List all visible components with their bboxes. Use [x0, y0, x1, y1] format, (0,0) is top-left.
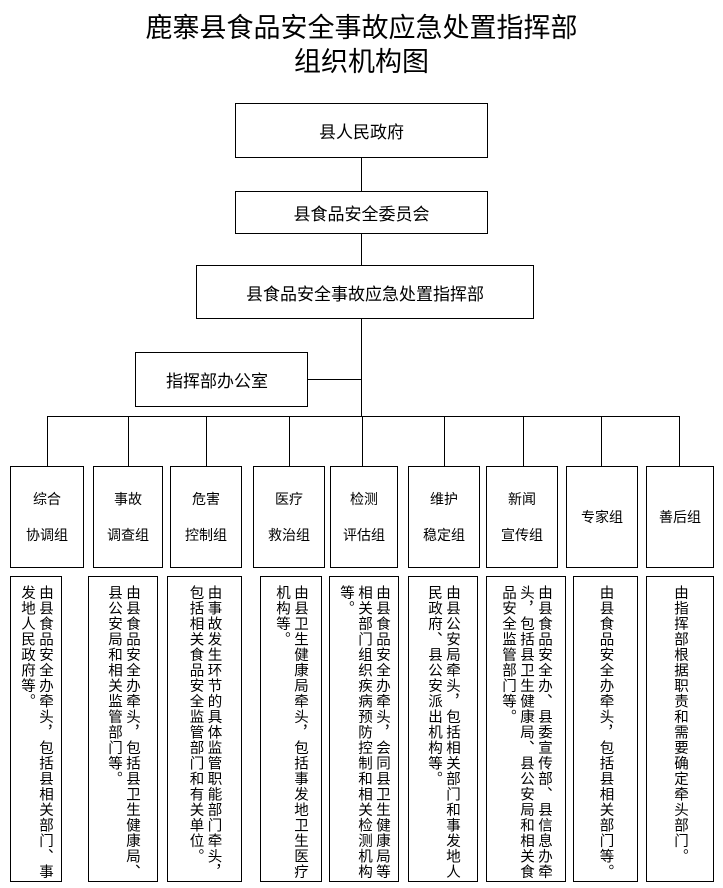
group-label: 危害 [192, 492, 220, 508]
connector-line [308, 379, 361, 380]
group-box-investigation: 事故 调查组 [93, 466, 163, 568]
group-box-experts: 专家组 [566, 466, 638, 568]
connector-line [361, 318, 362, 416]
connector-line [601, 416, 602, 466]
group-label: 专家组 [581, 510, 623, 526]
description-text: 由县公安局牵头，包括相关部门和事发地人民政府、县公安派出机构等。 [426, 585, 460, 880]
description-text: 由事故发生环节的具体监管职能部门牵头，包括相关食品安全监管部门和有关单位。 [187, 585, 222, 880]
group-label: 调查组 [107, 528, 149, 544]
description-text: 由县食品安全办牵头，包括县相关部门等。 [597, 585, 614, 880]
group-label: 善后组 [659, 510, 701, 526]
group-label: 检测 [350, 492, 378, 508]
group-description-medical-treatment: 由县卫生健康局牵头，包括事发地卫生医疗机构等。 [260, 576, 322, 882]
connector-line [361, 157, 362, 191]
description-text: 由县食品安全办牵头，包括县卫生健康局、县公安局和相关监管部门等。 [106, 585, 140, 880]
group-box-publicity: 新闻 宣传组 [486, 466, 558, 568]
group-label: 救治组 [268, 528, 310, 544]
connector-line [47, 416, 48, 466]
group-label: 医疗 [275, 492, 303, 508]
node-county-government: 县人民政府 [235, 103, 488, 158]
connector-line [128, 416, 129, 466]
connector-line [289, 416, 290, 466]
group-label: 控制组 [185, 528, 227, 544]
group-label: 协调组 [26, 528, 68, 544]
group-description-stability: 由县公安局牵头，包括相关部门和事发地人民政府、县公安派出机构等。 [408, 576, 478, 882]
description-text: 由县食品安全办牵头，包括县相关部门、事发地人民政府等。 [19, 585, 53, 880]
node-headquarters-office: 指挥部办公室 [135, 352, 308, 407]
group-description-aftermath: 由指挥部根据职责和需要确定牵头部门。 [646, 576, 714, 882]
connector-line [679, 416, 680, 466]
group-box-stability: 维护 稳定组 [408, 466, 480, 568]
group-box-aftermath: 善后组 [646, 466, 714, 568]
connector-line [444, 416, 445, 466]
group-box-coordination: 综合 协调组 [10, 466, 84, 568]
connector-line [47, 416, 679, 417]
description-text: 由指挥部根据职责和需要确定牵头部门。 [672, 585, 688, 864]
group-description-hazard-control: 由事故发生环节的具体监管职能部门牵头，包括相关食品安全监管部门和有关单位。 [167, 576, 242, 882]
group-label: 事故 [114, 492, 142, 508]
group-label: 维护 [430, 492, 458, 508]
chart-title: 鹿寨县食品安全事故应急处置指挥部 [145, 13, 578, 44]
connector-line [523, 416, 524, 466]
group-description-testing-assessment: 由县食品安全办牵头，会同县卫生健康局等相关部门组织疾病预防控制和相关检测机构等。 [329, 576, 399, 882]
group-label: 新闻 [508, 492, 536, 508]
group-label: 宣传组 [501, 528, 543, 544]
group-description-publicity: 由县食品安全办、县委宣传部、县信息办牵头，包括县卫生健康局、县公安局和相关食品安… [486, 576, 566, 882]
connector-line [206, 416, 207, 466]
node-food-safety-committee: 县食品安全委员会 [235, 191, 488, 234]
description-text: 由县卫生健康局牵头，包括事发地卫生医疗机构等。 [274, 585, 308, 880]
group-description-investigation: 由县食品安全办牵头，包括县卫生健康局、县公安局和相关监管部门等。 [88, 576, 158, 882]
connector-line [362, 416, 363, 466]
group-label: 综合 [33, 492, 61, 508]
chart-subtitle: 组织机构图 [294, 47, 429, 78]
group-label: 评估组 [343, 528, 385, 544]
node-emergency-headquarters: 县食品安全事故应急处置指挥部 [196, 265, 534, 319]
group-label: 稳定组 [423, 528, 465, 544]
group-description-experts: 由县食品安全办牵头，包括县相关部门等。 [573, 576, 638, 882]
group-box-hazard-control: 危害 控制组 [170, 466, 242, 568]
description-text: 由县食品安全办牵头，会同县卫生健康局等相关部门组织疾病预防控制和相关检测机构等。 [338, 585, 390, 880]
connector-line [361, 233, 362, 265]
group-description-coordination: 由县食品安全办牵头，包括县相关部门、事发地人民政府等。 [10, 576, 62, 882]
group-box-medical-treatment: 医疗 救治组 [253, 466, 325, 568]
description-text: 由县食品安全办、县委宣传部、县信息办牵头，包括县卫生健康局、县公安局和相关食品安… [500, 585, 552, 880]
group-box-testing-assessment: 检测 评估组 [330, 466, 398, 568]
